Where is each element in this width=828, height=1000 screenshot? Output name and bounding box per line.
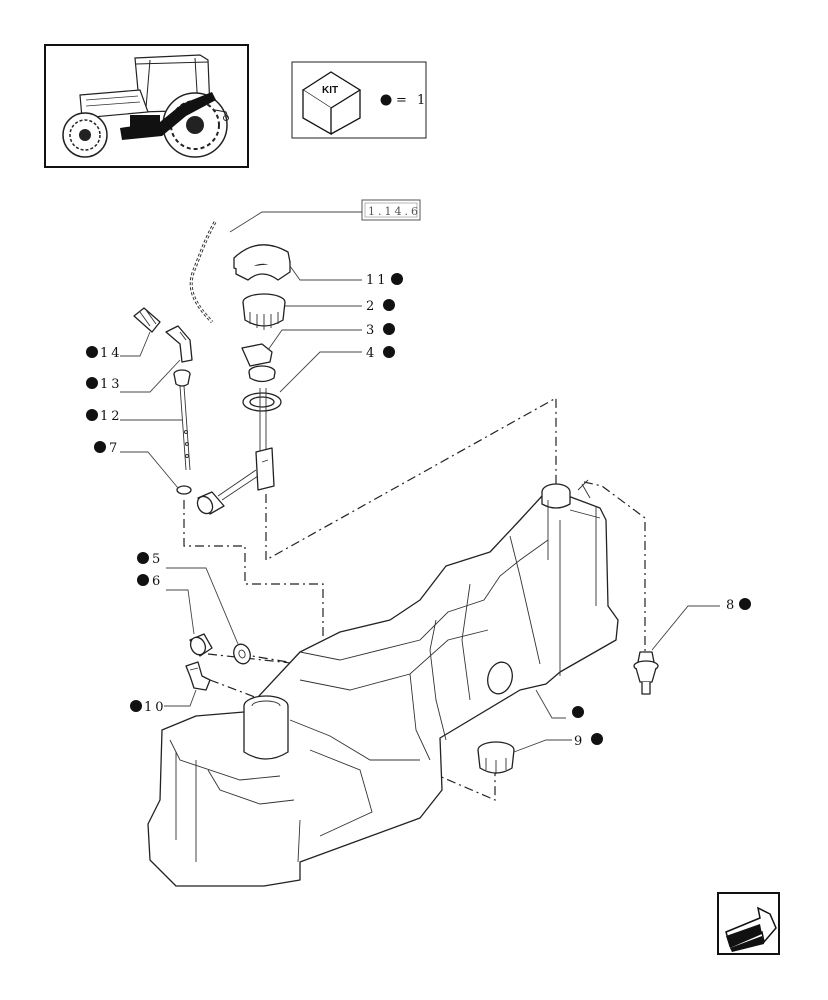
callout-5[interactable]: 5 <box>137 552 163 567</box>
straight-fitting-part <box>133 307 161 333</box>
callout-label: 6 <box>152 574 163 589</box>
washer-part <box>233 643 251 665</box>
gasket-part <box>176 485 192 495</box>
callout-7[interactable]: 7 <box>94 441 120 456</box>
plug-part <box>189 633 213 657</box>
fuel-sender-head-part <box>241 343 276 383</box>
callout-12[interactable]: 12 <box>86 409 123 424</box>
kit-dot-icon <box>86 346 98 358</box>
tractor-thumbnail-icon <box>44 44 249 168</box>
back-arrow-icon[interactable] <box>717 892 780 955</box>
breather-hose <box>189 221 217 324</box>
elbow-fitting-part <box>165 325 193 363</box>
callout-10[interactable]: 10 <box>130 700 167 715</box>
return-elbow-part <box>185 661 211 691</box>
drain-cap-part <box>477 741 515 774</box>
callout-4[interactable]: 4 <box>366 346 395 361</box>
kit-dot-icon <box>130 700 142 712</box>
fuel-level-sender-part <box>196 388 282 515</box>
kit-dot-icon <box>86 377 98 389</box>
kit-dot-icon <box>383 299 395 311</box>
fuel-tank-part <box>147 479 619 887</box>
cap-cover-part <box>233 244 291 281</box>
kit-dot-icon <box>591 733 603 745</box>
callout-2[interactable]: 2 <box>366 299 395 314</box>
kit-legend: KIT = 1 <box>291 61 428 139</box>
kit-dot-icon <box>383 323 395 335</box>
callout-11[interactable]: 11 <box>366 273 403 288</box>
callouts: 11 2 3 4 14 13 12 <box>86 273 751 749</box>
callout-3[interactable]: 3 <box>366 323 395 338</box>
callout-label: 4 <box>366 346 377 361</box>
callout-13[interactable]: 13 <box>86 377 123 392</box>
callout-label: 11 <box>366 273 389 288</box>
callout-label: 7 <box>109 441 120 456</box>
kit-dot-icon <box>380 94 392 106</box>
callout-14[interactable]: 14 <box>86 346 123 361</box>
callout-label: 3 <box>366 323 377 338</box>
kit-dot-icon <box>572 706 584 718</box>
callout-label: 5 <box>152 552 163 567</box>
callout-label: 13 <box>100 377 123 392</box>
kit-badge-text: KIT <box>322 85 338 96</box>
callout-label: 8 <box>726 598 737 613</box>
reference-box[interactable]: 1.14.6 <box>361 199 421 221</box>
callout-9[interactable]: 9 <box>574 733 603 749</box>
callout-label: 10 <box>144 700 167 715</box>
callout-label: 9 <box>574 734 585 749</box>
kit-dot-icon <box>137 552 149 564</box>
kit-equation: = 1 <box>396 93 428 108</box>
callout-1[interactable] <box>572 706 584 718</box>
callout-label: 2 <box>366 299 377 314</box>
kit-dot-icon <box>739 598 751 610</box>
drain-valve-part <box>633 651 659 695</box>
callout-label: 12 <box>100 409 123 424</box>
kit-dot-icon <box>94 441 106 453</box>
callout-label: 14 <box>100 346 123 361</box>
kit-dot-icon <box>383 346 395 358</box>
kit-dot-icon <box>86 409 98 421</box>
kit-dot-icon <box>391 273 403 285</box>
fuel-pickup-tube-part <box>173 369 191 471</box>
callout-8[interactable]: 8 <box>726 598 751 613</box>
kit-dot-icon <box>137 574 149 586</box>
callout-6[interactable]: 6 <box>137 574 163 589</box>
reference-label: 1.14.6 <box>368 205 421 218</box>
filler-cap-part <box>242 293 286 330</box>
